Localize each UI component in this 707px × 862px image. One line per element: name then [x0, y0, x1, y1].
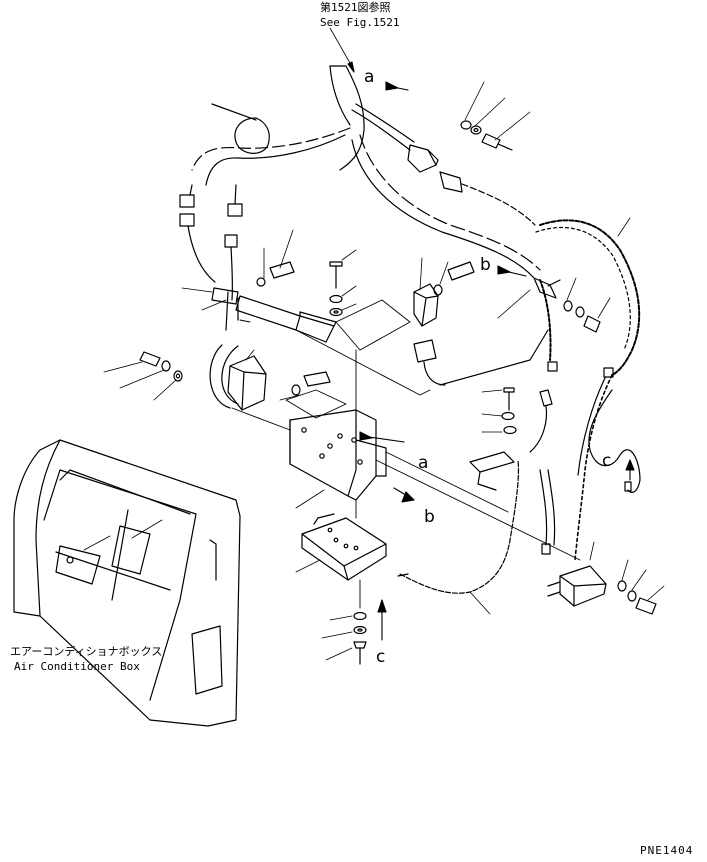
- top-connector: [408, 82, 535, 225]
- callout-a-center: a: [418, 453, 429, 473]
- right-harness: [536, 218, 640, 560]
- lower-harness: [398, 388, 555, 614]
- air-conditioner-box-label-en: Air Conditioner Box: [14, 660, 140, 673]
- callout-b-right: b: [480, 255, 491, 275]
- lower-tray: [296, 500, 386, 664]
- air-conditioner-box-label-jp: エアーコンディショナボックス: [10, 645, 163, 658]
- right-clamp: [498, 278, 610, 332]
- callout-b-center: b: [424, 507, 435, 527]
- lower-right-unit: [548, 542, 664, 614]
- resistor-unit: [104, 345, 330, 410]
- reference-note-jp: 第1521図参照: [320, 1, 391, 14]
- callout-arrows: [330, 28, 634, 640]
- figure-code: PNE1404: [640, 844, 694, 857]
- main-harness: [192, 66, 540, 278]
- center-bracket: [232, 350, 580, 560]
- relay: [414, 258, 548, 385]
- left-connectors: [180, 185, 242, 330]
- upper-plate: [236, 230, 356, 342]
- callout-a-top: a: [364, 67, 375, 87]
- guide-lines: [240, 300, 430, 418]
- callout-c-right: c: [602, 451, 612, 471]
- callout-c-bottom: c: [376, 647, 386, 667]
- reference-note-en: See Fig.1521: [320, 16, 400, 29]
- air-conditioner-box: [14, 440, 240, 726]
